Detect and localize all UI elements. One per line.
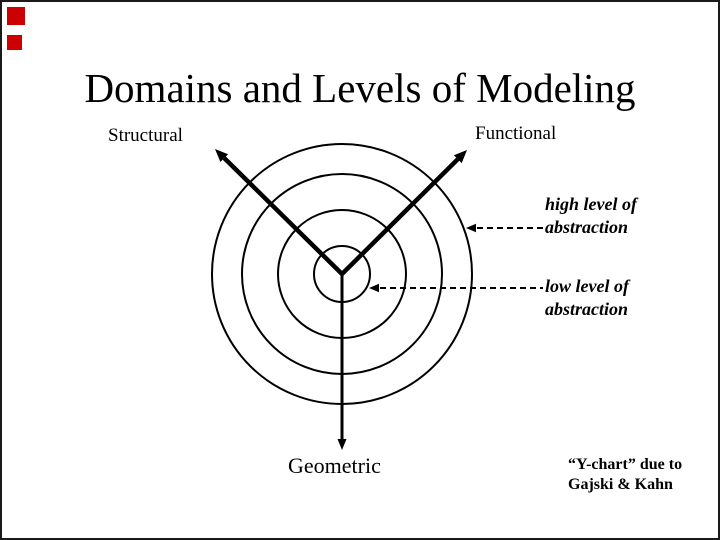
red-square-decoration-bottom — [7, 35, 22, 50]
geometric-arrowhead-icon — [337, 439, 347, 450]
low-level-annotation: low level of abstraction — [545, 275, 629, 321]
low-level-annotation-line1: low level of — [545, 276, 629, 296]
ychart-credit-line2: Gajski & Kahn — [568, 476, 673, 493]
functional-arrowhead-icon — [453, 150, 467, 164]
geometric-axis-label: Geometric — [288, 453, 381, 478]
high-level-arrowhead-icon — [466, 223, 476, 233]
high-level-annotation-line1: high level of — [545, 194, 637, 214]
functional-axis-label: Functional — [475, 123, 557, 144]
structural-axis-label: Structural — [108, 125, 183, 146]
red-square-decoration-top — [7, 7, 25, 25]
high-level-annotation: high level of abstraction — [545, 193, 637, 239]
functional-axis-arrow — [340, 150, 467, 276]
ychart-credit: “Y-chart” due to Gajski & Kahn — [568, 455, 682, 495]
slide-title: Domains and Levels of Modeling — [84, 65, 636, 111]
low-level-annotation-line2: abstraction — [545, 299, 629, 319]
geometric-axis-arrow — [337, 274, 347, 450]
high-level-pointer — [466, 223, 543, 233]
low-level-arrowhead-icon — [369, 283, 379, 293]
low-level-pointer — [369, 283, 543, 293]
high-level-annotation-line2: abstraction — [545, 217, 629, 237]
structural-arrowhead-icon — [215, 149, 229, 162]
ychart-credit-line1: “Y-chart” due to — [568, 456, 683, 473]
structural-axis-arrow — [215, 149, 344, 276]
